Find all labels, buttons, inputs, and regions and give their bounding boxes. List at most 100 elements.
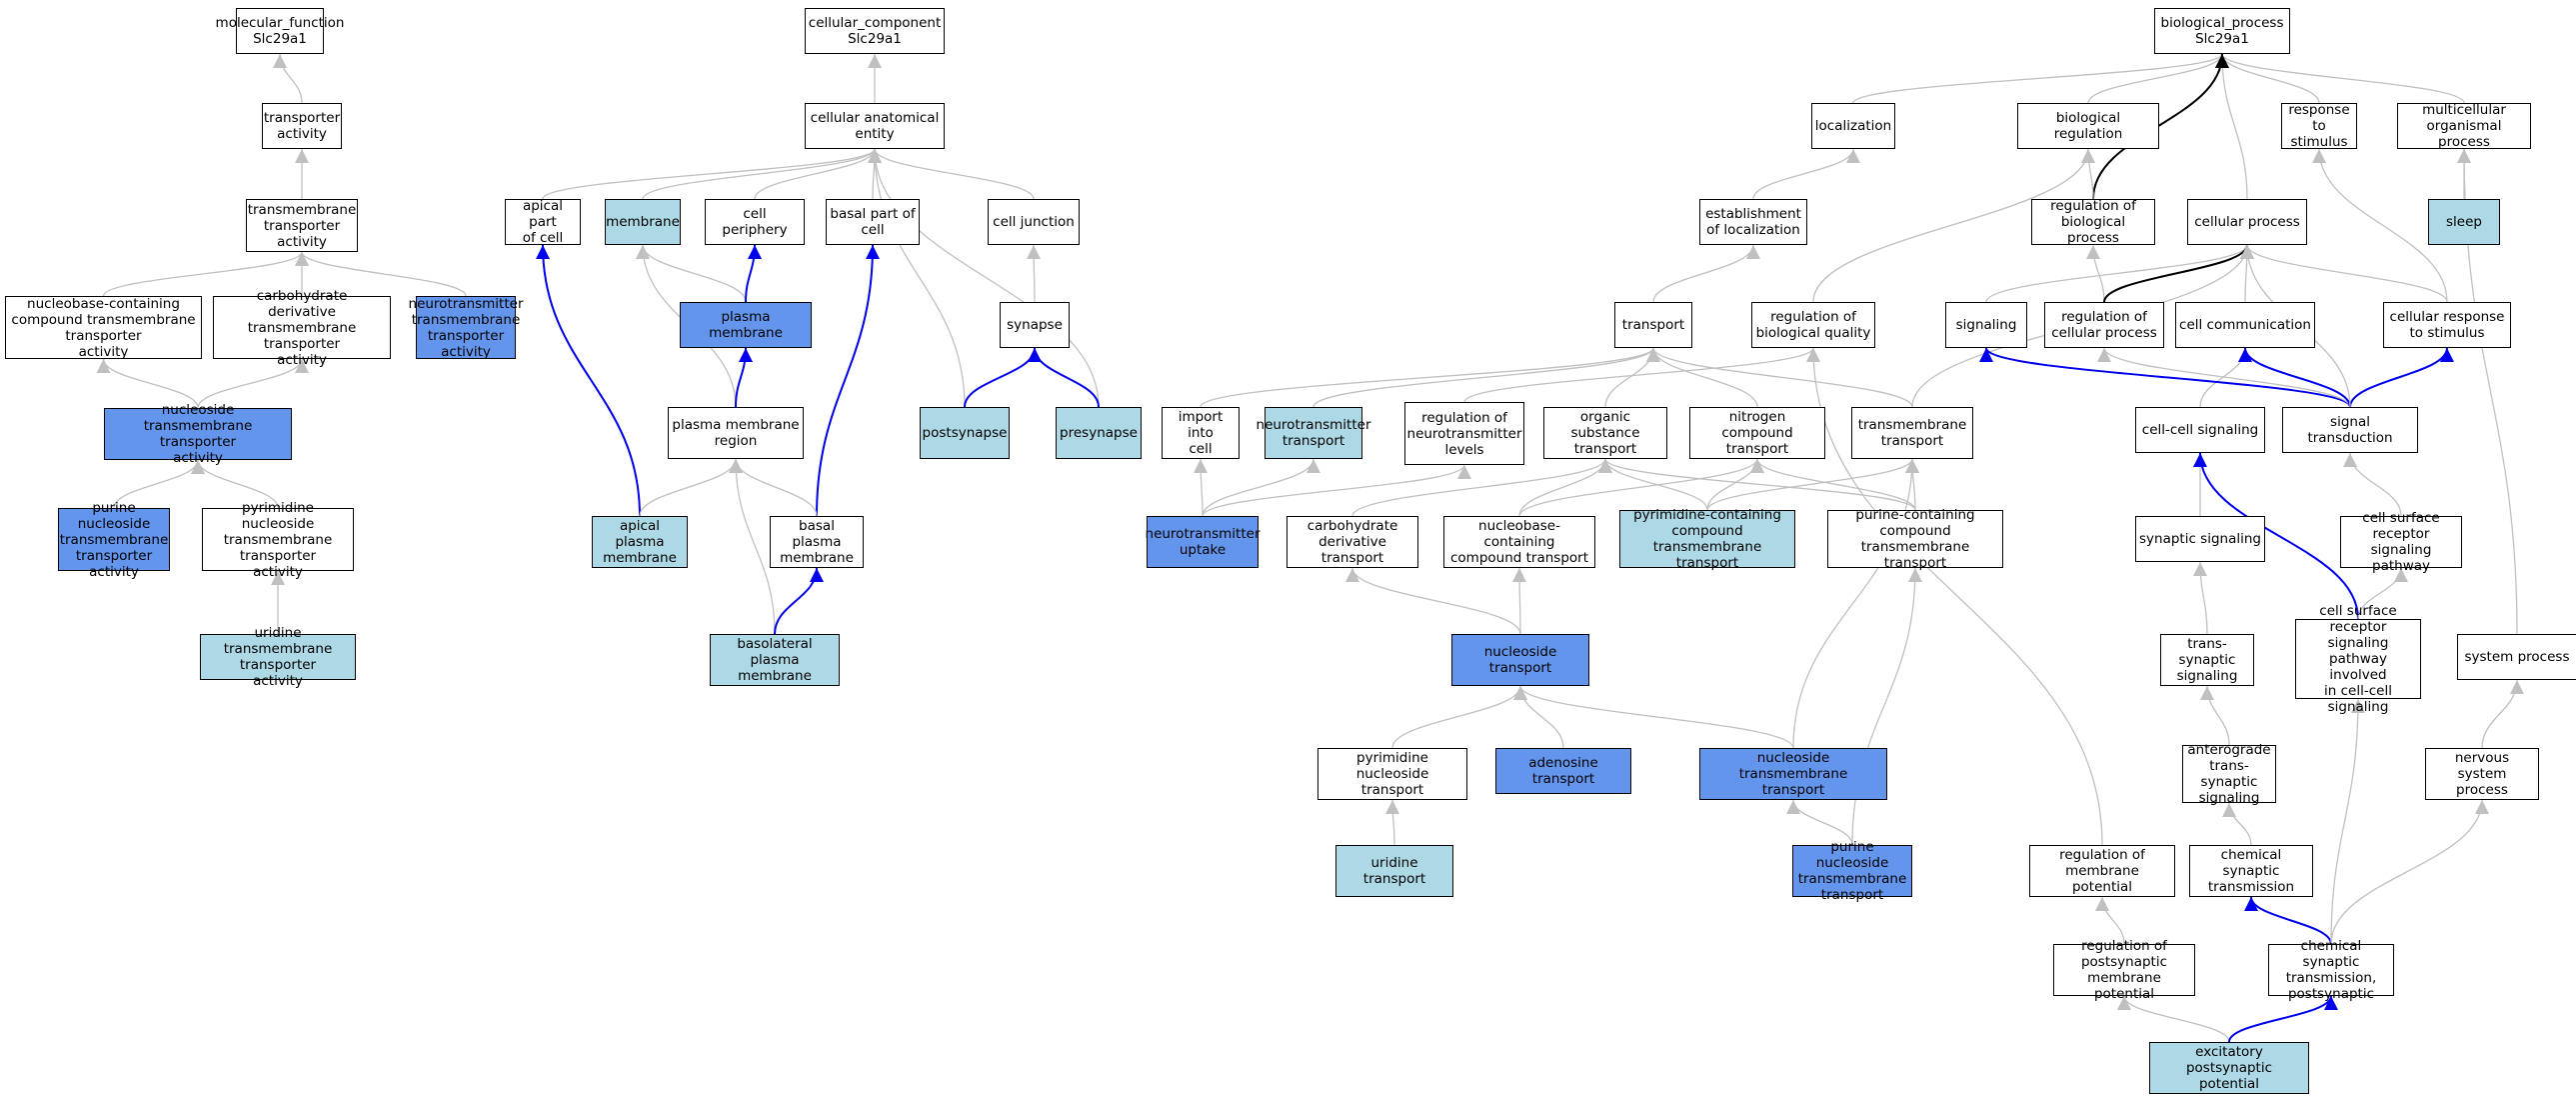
node-nucleoside-transport[interactable]: nucleoside transport [1451,634,1589,686]
node-nucleoside-transmembrane-transport[interactable]: nucleoside transmembrane transport [1699,748,1887,800]
node-basal-plasma-membrane[interactable]: basal plasma membrane [770,516,864,568]
node-biological-regulation[interactable]: biological regulation [2017,103,2159,149]
node-nervous-system-process[interactable]: nervous system process [2425,748,2539,800]
edge-pm-to-mem [636,244,747,303]
node-plasma-membrane-region[interactable]: plasma membrane region [668,407,804,459]
node-multicellular-organismal-process[interactable]: multicellular organismal process [2397,102,2531,150]
edge-puct-to-ost [1598,458,1916,511]
node-apical-plasma-membrane[interactable]: apical plasma membrane [592,516,688,568]
node-biological-process-root[interactable]: biological_process Slc29a1 [2154,8,2290,54]
edge-cstp-to-cst [2244,896,2332,945]
node-cell-periphery[interactable]: cell periphery [705,199,805,245]
node-transporter-activity[interactable]: transporter activity [262,103,342,149]
node-synaptic-signaling[interactable]: synaptic signaling [2135,516,2265,562]
node-transmembrane-transporter-activity[interactable]: transmembrane transporter activity [246,199,358,252]
node-carbohydrate-derivative-transporter-activity[interactable]: carbohydrate derivative transmembrane tr… [213,288,391,368]
edge-nt-to-cdtr [1345,567,1521,635]
edge-ntu-to-ntt [1202,458,1320,517]
node-cell-communication[interactable]: cell communication [2175,302,2315,348]
edge-nt-to-nbct [1512,567,1527,635]
edge-epp-to-cstp [2228,995,2338,1043]
node-sleep[interactable]: sleep [2428,199,2500,245]
edge-cdtr-to-ost [1351,458,1612,517]
edge-mop-to-bp [2215,53,2465,104]
edge-tmt-to-tr [1646,347,1913,408]
node-uridine-transporter-activity[interactable]: uridine transmembrane transporter activi… [200,625,356,689]
node-system-process[interactable]: system process [2457,634,2576,680]
edge-cper-to-cae [754,148,882,200]
edge-csrcc-to-ccs [2193,452,2359,620]
node-pyrimidine-nucleoside-transporter-activity[interactable]: pyrimidine nucleoside transmembrane tran… [202,500,354,580]
edge-rntl-to-rbq [1463,347,1820,403]
node-regulation-of-biological-process[interactable]: regulation of biological process [2031,198,2155,246]
node-signal-transduction[interactable]: signal transduction [2282,407,2418,453]
edge-ta-to-mf [273,53,303,104]
node-uridine-transport[interactable]: uridine transport [1335,845,1453,897]
edge-post-to-syn [964,347,1042,408]
node-synapse[interactable]: synapse [1000,302,1070,348]
node-plasma-membrane[interactable]: plasma membrane [680,302,812,348]
node-organic-substance-transport[interactable]: organic substance transport [1543,407,1667,459]
node-pyrimidine-nucleoside-transport[interactable]: pyrimidine nucleoside transport [1317,748,1467,800]
node-localization[interactable]: localization [1811,103,1895,149]
node-import-into-cell[interactable]: import into cell [1162,407,1240,459]
node-purine-compound-transmembrane-transport[interactable]: purine-containing compound transmembrane… [1827,507,2003,571]
node-cellular-process[interactable]: cellular process [2187,199,2307,245]
node-anterograde-trans-synaptic-signaling[interactable]: anterograde trans-synaptic signaling [2182,742,2276,806]
node-cell-surface-receptor-pathway-cell-cell[interactable]: cell surface receptor signaling pathway … [2295,603,2421,715]
edge-cstp-to-csrcc [2330,698,2365,945]
node-response-to-stimulus[interactable]: response to stimulus [2281,102,2357,150]
node-transmembrane-transport[interactable]: transmembrane transport [1851,407,1973,459]
node-apical-part-of-cell[interactable]: apical part of cell [505,198,581,246]
node-cellular-anatomical-entity[interactable]: cellular anatomical entity [805,103,945,149]
edge-ntmt-to-nt [1513,685,1794,749]
node-cellular-component-root[interactable]: cellular_component Slc29a1 [805,8,945,54]
node-basolateral-plasma-membrane[interactable]: basolateral plasma membrane [710,634,840,686]
node-neurotransmitter-uptake[interactable]: neurotransmitter uptake [1146,516,1261,568]
edge-blpm-to-bapm [774,567,824,635]
node-adenosine-transport[interactable]: adenosine transport [1495,748,1631,794]
node-nucleobase-compound-transport[interactable]: nucleobase-containing compound transport [1443,516,1595,568]
edge-crs-to-cp [2240,244,2448,303]
node-neurotransmitter-transport[interactable]: neurotransmitter transport [1257,407,1371,459]
edge-st-to-rcp [2097,347,2351,408]
node-regulation-of-cellular-process[interactable]: regulation of cellular process [2044,302,2164,348]
node-nucleoside-transporter-activity[interactable]: nucleoside transmembrane transporter act… [104,402,292,466]
node-presynapse[interactable]: presynapse [1056,407,1142,459]
node-nitrogen-compound-transport[interactable]: nitrogen compound transport [1689,407,1825,459]
node-excitatory-postsynaptic-potential[interactable]: excitatory postsynaptic potential [2149,1042,2309,1094]
node-cell-cell-signaling[interactable]: cell-cell signaling [2135,407,2265,453]
node-basal-part-of-cell[interactable]: basal part of cell [826,199,920,245]
edge-syn-to-cj [1027,244,1042,303]
node-trans-synaptic-signaling[interactable]: trans-synaptic signaling [2160,634,2254,686]
node-transport[interactable]: transport [1614,302,1692,348]
node-regulation-of-neurotransmitter-levels[interactable]: regulation of neurotransmitter levels [1404,402,1524,465]
node-regulation-of-biological-quality[interactable]: regulation of biological quality [1751,302,1875,348]
node-carbohydrate-derivative-transport[interactable]: carbohydrate derivative transport [1287,516,1418,568]
node-cellular-response-to-stimulus[interactable]: cellular response to stimulus [2383,302,2511,348]
edge-ut-to-pynst [1385,799,1400,846]
edge-ntrans-to-cdt [197,358,309,409]
node-cell-surface-receptor-signaling-pathway[interactable]: cell surface receptor signaling pathway [2340,510,2462,574]
node-signaling[interactable]: signaling [1945,302,2027,348]
edge-pmr-to-pm [735,347,753,408]
node-purine-nucleoside-transporter-activity[interactable]: purine nucleoside transmembrane transpor… [58,499,170,580]
node-establishment-of-localization[interactable]: establishment of localization [1699,199,1807,245]
node-neurotransmitter-transporter-activity[interactable]: neurotransmitter transmembrane transport… [408,295,524,360]
node-molecular-function-root[interactable]: molecular_function Slc29a1 [216,8,344,54]
node-purine-nucleoside-transmembrane-transport[interactable]: purine nucleoside transmembrane transpor… [1792,839,1912,903]
edge-st-to-sig [1979,347,2351,408]
node-cell-junction[interactable]: cell junction [988,199,1080,245]
edge-pyct-to-tmt [1706,458,1919,511]
node-nucleobase-compound-transporter-activity[interactable]: nucleobase-containing compound transmemb… [5,296,202,360]
node-chemical-synaptic-transmission[interactable]: chemical synaptic transmission [2189,845,2313,897]
node-regulation-of-postsynaptic-membrane-potential[interactable]: regulation of postsynaptic membrane pote… [2053,938,2195,1002]
node-chemical-synaptic-transmission-postsynaptic[interactable]: chemical synaptic transmission, postsyna… [2268,938,2394,1002]
edge-pnst-to-puct [1851,567,1922,846]
node-postsynapse[interactable]: postsynapse [920,407,1010,459]
node-regulation-of-membrane-potential[interactable]: regulation of membrane potential [2029,845,2175,897]
node-pyrimidine-compound-transmembrane-transport[interactable]: pyrimidine-containing compound transmemb… [1619,507,1795,571]
edge-loc-to-bp [1852,53,2229,104]
node-membrane[interactable]: membrane [605,199,681,245]
